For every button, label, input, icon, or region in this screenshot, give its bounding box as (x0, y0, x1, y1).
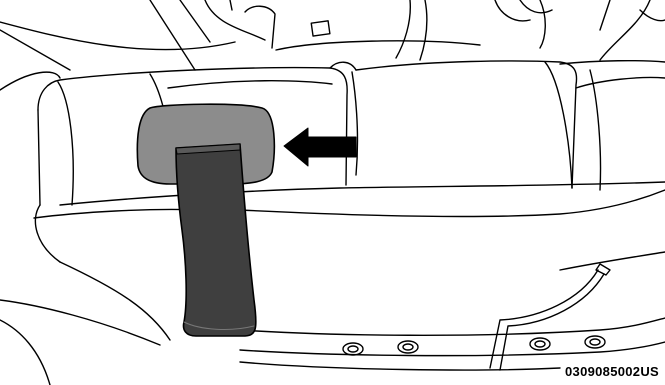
vehicle-interior-outline (0, 0, 665, 90)
direction-arrow-icon (284, 128, 356, 166)
seat-cushion-outline (0, 182, 665, 385)
figure-code-label: 0309085002US (563, 364, 661, 379)
seat-back-outline (38, 61, 665, 205)
